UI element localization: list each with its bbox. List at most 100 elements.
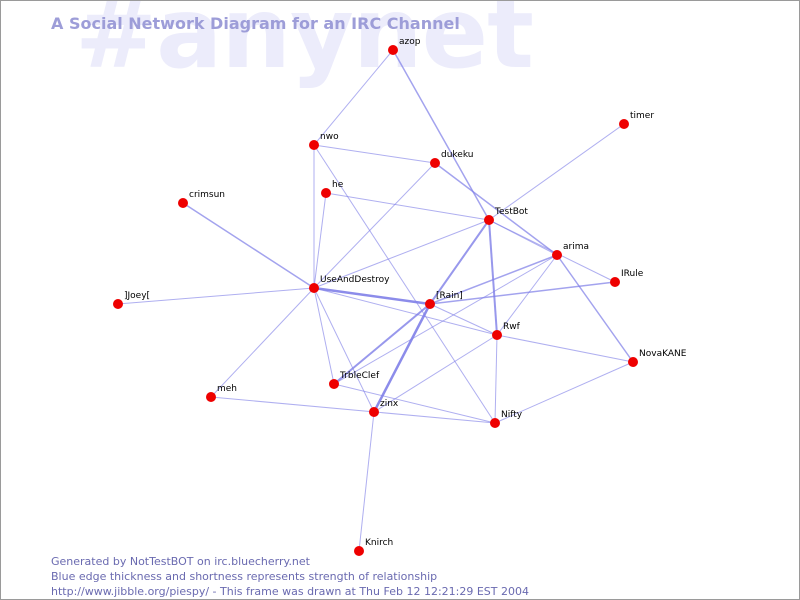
node-label: IRule: [621, 269, 644, 279]
node-marker: [309, 140, 319, 150]
node-marker: [354, 546, 364, 556]
edge-Rwf-Nifty: [494, 334, 498, 424]
node-label: he: [332, 180, 344, 190]
node-arima: arima: [552, 242, 589, 260]
edge-NovaKANE-Nifty: [494, 361, 634, 424]
edge-arima-NovaKANE: [556, 254, 634, 363]
node-label: ]Joey[: [124, 291, 150, 301]
node-label: crimsun: [189, 190, 225, 200]
edge-arima-Rain: [429, 254, 558, 305]
node-he: he: [321, 180, 344, 198]
node-label: NovaKANE: [639, 349, 687, 359]
node-IRule: IRule: [610, 269, 644, 287]
node-label: Knirch: [365, 538, 393, 548]
node-Rwf: Rwf: [492, 322, 521, 340]
node-label: nwo: [320, 132, 339, 142]
edge-Rwf-NovaKANE: [496, 334, 634, 363]
edge-nwo-dukeku: [313, 144, 436, 164]
node-marker: [113, 299, 123, 309]
node-NovaKANE: NovaKANE: [628, 349, 687, 367]
edge-zinx-Knirch: [358, 411, 375, 552]
edge-UseAndDestroy-meh: [210, 287, 315, 398]
node-Rain: [Rain]: [425, 291, 463, 309]
edge-Joey-UseAndDestroy: [117, 287, 315, 305]
edge-azop-nwo: [313, 49, 394, 146]
edge-TrbleClef-Nifty: [333, 383, 496, 424]
node-label: azop: [399, 37, 421, 47]
node-Nifty: Nifty: [490, 410, 523, 428]
edge-UseAndDestroy-Rain: [313, 286, 431, 306]
edge-TestBot-IRule: [488, 219, 616, 283]
node-crimsun: crimsun: [178, 190, 225, 208]
channel-watermark: #anynet: [75, 0, 534, 91]
node-marker: [425, 299, 435, 309]
edge-IRule-Rain: [429, 281, 616, 305]
node-marker: [492, 330, 502, 340]
node-marker: [321, 188, 331, 198]
node-TrbleClef: TrbleClef: [329, 371, 380, 389]
node-label: UseAndDestroy: [320, 275, 390, 285]
edge-crimsun-UseAndDestroy: [182, 202, 315, 289]
edge-arima-Rwf: [496, 254, 558, 336]
footer-generated-by: Generated by NotTestBOT on irc.bluecherr…: [51, 555, 310, 568]
node-label: dukeku: [441, 150, 473, 160]
node-label: TrbleClef: [339, 371, 380, 381]
node-label: meh: [217, 384, 237, 394]
footer-source-link[interactable]: http://www.jibble.org/piespy/ - This fra…: [51, 585, 530, 598]
edge-he-TestBot: [325, 192, 490, 221]
footer: Generated by NotTestBOT on irc.bluecherr…: [51, 554, 529, 599]
node-label: Nifty: [501, 410, 523, 420]
node-marker: [610, 277, 620, 287]
edge-dukeku-UseAndDestroy: [313, 162, 436, 289]
node-marker: [490, 418, 500, 428]
node-UseAndDestroy: UseAndDestroy: [309, 275, 390, 293]
edge-nwo-Nifty: [313, 144, 496, 424]
node-marker: [552, 250, 562, 260]
node-label: [Rain]: [436, 291, 463, 301]
edge-meh-Nifty: [210, 396, 496, 424]
edge-UseAndDestroy-TrbleClef: [313, 287, 335, 385]
node-label: TestBot: [494, 207, 528, 217]
node-marker: [628, 357, 638, 367]
edge-UseAndDestroy-Rwf: [313, 287, 498, 336]
node-marker: [178, 198, 188, 208]
edge-timer-TestBot: [488, 123, 625, 221]
edge-layer: [117, 49, 634, 552]
node-label: arima: [563, 242, 589, 252]
edge-TestBot-UseAndDestroy: [313, 219, 490, 289]
node-marker: [309, 283, 319, 293]
node-meh: meh: [206, 384, 237, 402]
edge-he-UseAndDestroy: [313, 192, 327, 289]
edge-Rain-Rwf: [429, 303, 498, 336]
edge-dukeku-arima: [434, 162, 558, 256]
node-marker: [619, 119, 629, 129]
edge-UseAndDestroy-zinx: [313, 287, 375, 413]
edge-arima-TrbleClef: [333, 254, 558, 385]
node-Joey: ]Joey[: [113, 291, 150, 309]
diagram-title: A Social Network Diagram for an IRC Chan…: [51, 14, 460, 33]
node-marker: [369, 407, 379, 417]
node-timer: timer: [619, 111, 654, 129]
edge-azop-TestBot: [392, 49, 490, 221]
edge-Rain-zinx: [372, 303, 432, 413]
node-marker: [329, 379, 339, 389]
footer-legend-note: Blue edge thickness and shortness repres…: [51, 570, 438, 583]
node-label: Rwf: [503, 322, 521, 332]
node-marker: [430, 158, 440, 168]
node-nwo: nwo: [309, 132, 339, 150]
node-TestBot: TestBot: [484, 207, 528, 225]
node-marker: [388, 45, 398, 55]
node-azop: azop: [388, 37, 421, 55]
edge-Rain-TrbleClef: [333, 303, 431, 385]
node-marker: [206, 392, 216, 402]
node-dukeku: dukeku: [430, 150, 473, 168]
node-zinx: zinx: [369, 399, 399, 417]
node-label: timer: [630, 111, 654, 121]
node-marker: [484, 215, 494, 225]
node-Knirch: Knirch: [354, 538, 393, 556]
edge-TestBot-Rain: [429, 219, 490, 305]
edge-TestBot-Rwf: [488, 219, 498, 336]
